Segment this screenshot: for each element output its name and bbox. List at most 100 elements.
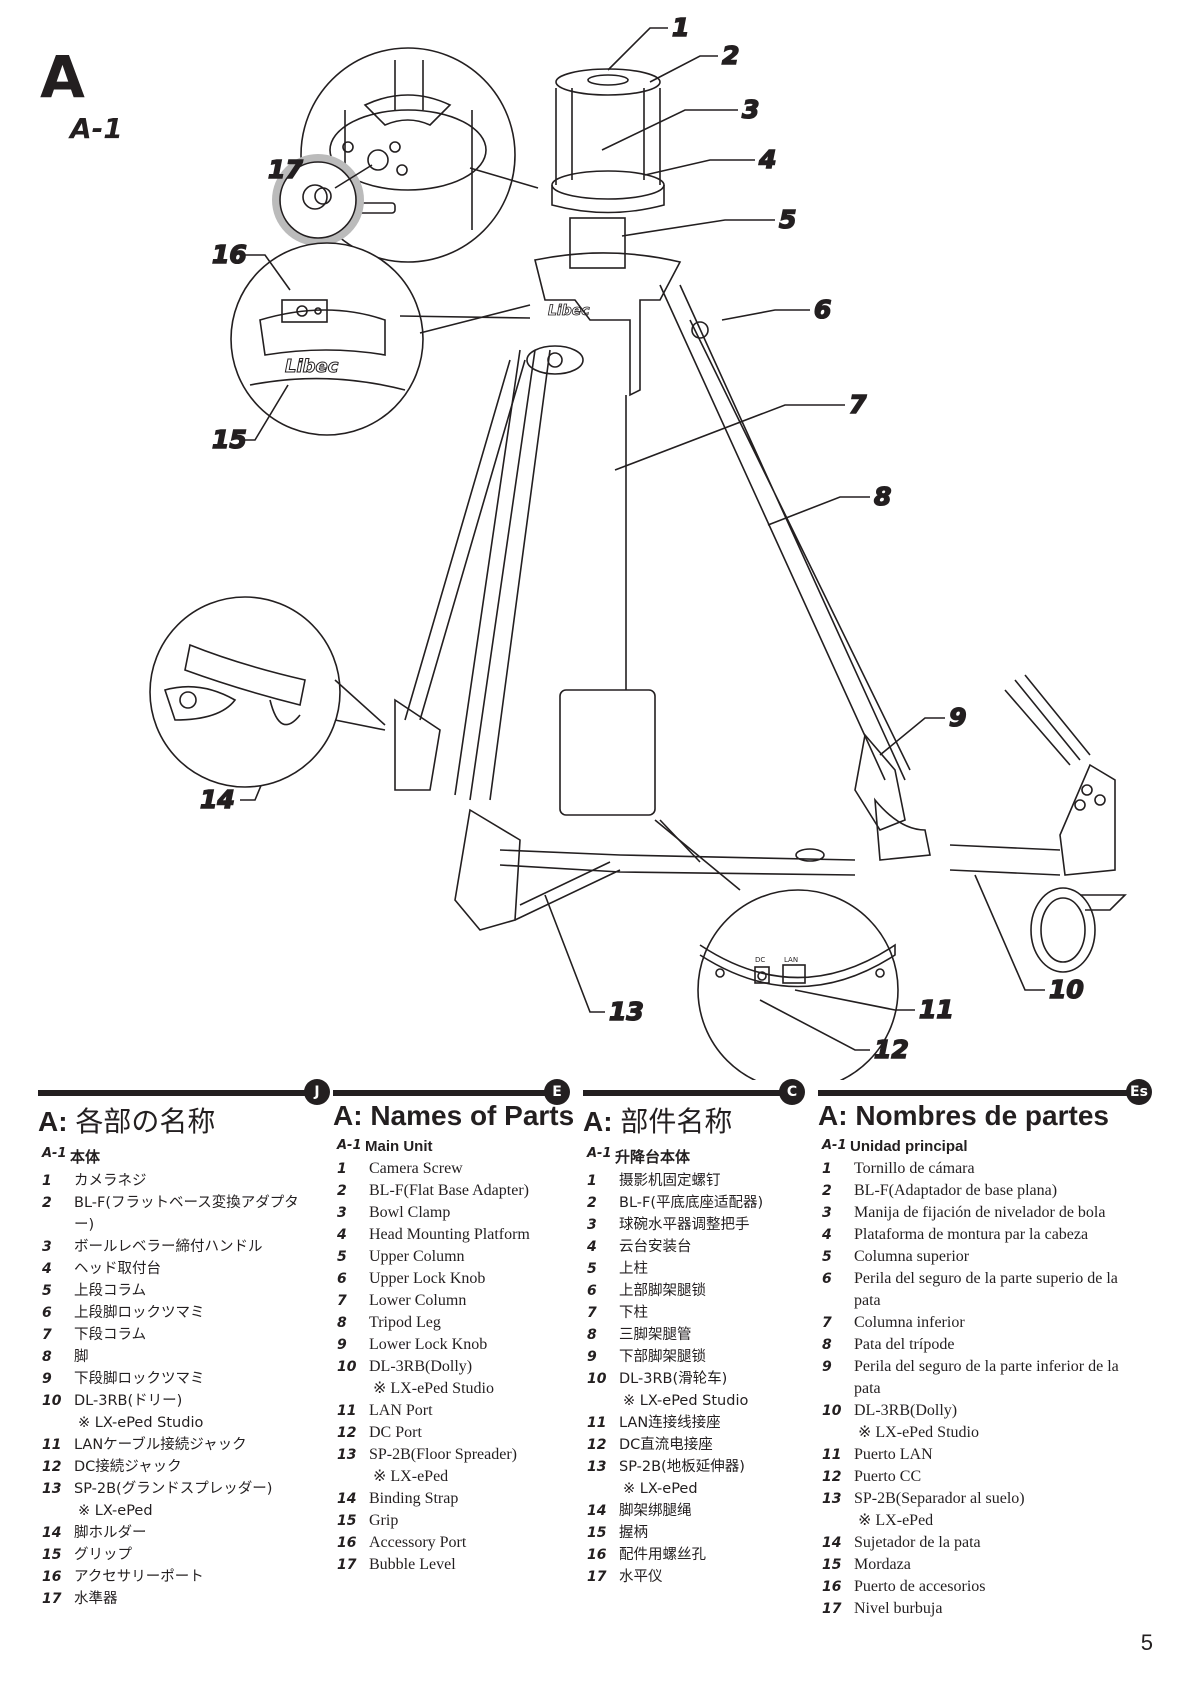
part-name: Sujetador de la pata <box>854 1534 981 1551</box>
callout-11: 11 <box>919 995 954 1024</box>
part-name: Head Mounting Platform <box>369 1226 530 1243</box>
callout-3: 3 <box>742 95 759 124</box>
callout-16: 16 <box>212 240 247 269</box>
part-name: LANケーブル接続ジャック <box>74 1437 247 1453</box>
section-rule: Es <box>818 1079 1152 1105</box>
part-number: 9 <box>337 1337 347 1353</box>
part-number: 8 <box>587 1327 597 1343</box>
part-name: BL-F(平底底座适配器) <box>619 1195 764 1211</box>
callout-17: 17 <box>268 155 303 184</box>
part-name: Perila del seguro de la parte superio de… <box>854 1270 1118 1309</box>
part-name: Nivel burbuja <box>854 1600 943 1617</box>
part-number: 2 <box>587 1195 597 1211</box>
part-name: Upper Lock Knob <box>369 1270 486 1287</box>
part-number: 3 <box>587 1217 597 1233</box>
tripod: Libec <box>394 68 931 931</box>
column-title: A: 部件名称 <box>583 1105 733 1138</box>
section-rule: C <box>583 1079 805 1105</box>
part-number: 5 <box>337 1249 347 1265</box>
part-name: 水平仪 <box>619 1569 663 1585</box>
part-number: 1 <box>822 1161 832 1177</box>
part-name: Manija de fijación de nivelador de bola <box>854 1204 1106 1221</box>
part-item: 13 SP-2B(Floor Spreader)※ LX-ePed <box>333 1444 558 1488</box>
language-badge: E <box>544 1079 570 1105</box>
part-number: 15 <box>587 1525 607 1541</box>
part-name: SP-2B(Separador al suelo)※ LX-ePed <box>854 1488 1025 1532</box>
part-note: ※ LX-ePed Studio <box>78 1415 204 1431</box>
part-name: Plataforma de montura par la cabeza <box>854 1226 1089 1243</box>
part-number: 9 <box>822 1359 832 1375</box>
part-number: 13 <box>337 1447 357 1463</box>
callout-10: 10 <box>1049 975 1084 1004</box>
part-item: 15 握柄 <box>583 1522 793 1544</box>
part-number: 13 <box>42 1481 62 1497</box>
part-number: 7 <box>587 1305 597 1321</box>
callout-1: 1 <box>672 13 689 42</box>
part-number: 16 <box>42 1569 62 1585</box>
part-name: 脚ホルダー <box>74 1525 147 1541</box>
part-item: 9 Lower Lock Knob <box>333 1334 558 1356</box>
part-number: 12 <box>822 1469 842 1485</box>
part-number: 17 <box>42 1591 62 1607</box>
column-title: A: 各部の名称 <box>38 1105 216 1138</box>
part-item: 17 水平仪 <box>583 1566 793 1588</box>
part-number: 5 <box>42 1283 52 1299</box>
part-name: 水準器 <box>74 1591 118 1607</box>
lan-label: LAN <box>784 956 798 964</box>
detail-ports: DC LAN <box>654 819 899 1080</box>
part-number: 17 <box>337 1557 357 1573</box>
callout-4: 4 <box>758 145 776 174</box>
part-number: 11 <box>822 1447 842 1463</box>
part-number: 17 <box>587 1569 607 1585</box>
part-name: Tripod Leg <box>369 1314 441 1331</box>
callout-5: 5 <box>779 205 796 234</box>
part-note: ※ LX-ePed <box>373 1468 449 1485</box>
part-name: LAN Port <box>369 1402 433 1419</box>
part-name: 摄影机固定螺钉 <box>619 1173 721 1189</box>
part-name: DL-3RB(滑轮车)※ LX-ePed Studio <box>619 1368 748 1412</box>
dolly-wheel <box>949 674 1127 973</box>
part-name: Bubble Level <box>369 1556 456 1573</box>
part-name: Grip <box>369 1512 399 1529</box>
part-name: Puerto LAN <box>854 1446 933 1463</box>
part-number: 13 <box>587 1459 607 1475</box>
part-name: Columna superior <box>854 1248 970 1265</box>
part-item: 17 水準器 <box>38 1588 318 1610</box>
tripod-diagram: Libec Libec <box>149 12 1127 1080</box>
part-name: Lower Lock Knob <box>369 1336 488 1353</box>
part-note: ※ LX-ePed <box>78 1503 153 1519</box>
part-number: 4 <box>337 1227 347 1243</box>
part-name: 配件用螺丝孔 <box>619 1547 706 1563</box>
part-name: 下柱 <box>619 1305 648 1321</box>
part-name: Pata del trípode <box>854 1336 955 1353</box>
part-name: 握柄 <box>619 1525 648 1541</box>
brand-logo-main: Libec <box>548 303 590 319</box>
part-number: 16 <box>337 1535 357 1551</box>
part-name: 上段脚ロックツマミ <box>74 1305 205 1321</box>
part-number: 14 <box>587 1503 607 1519</box>
part-name: 上柱 <box>619 1261 648 1277</box>
part-name: SP-2B(Floor Spreader)※ LX-ePed <box>369 1444 517 1488</box>
